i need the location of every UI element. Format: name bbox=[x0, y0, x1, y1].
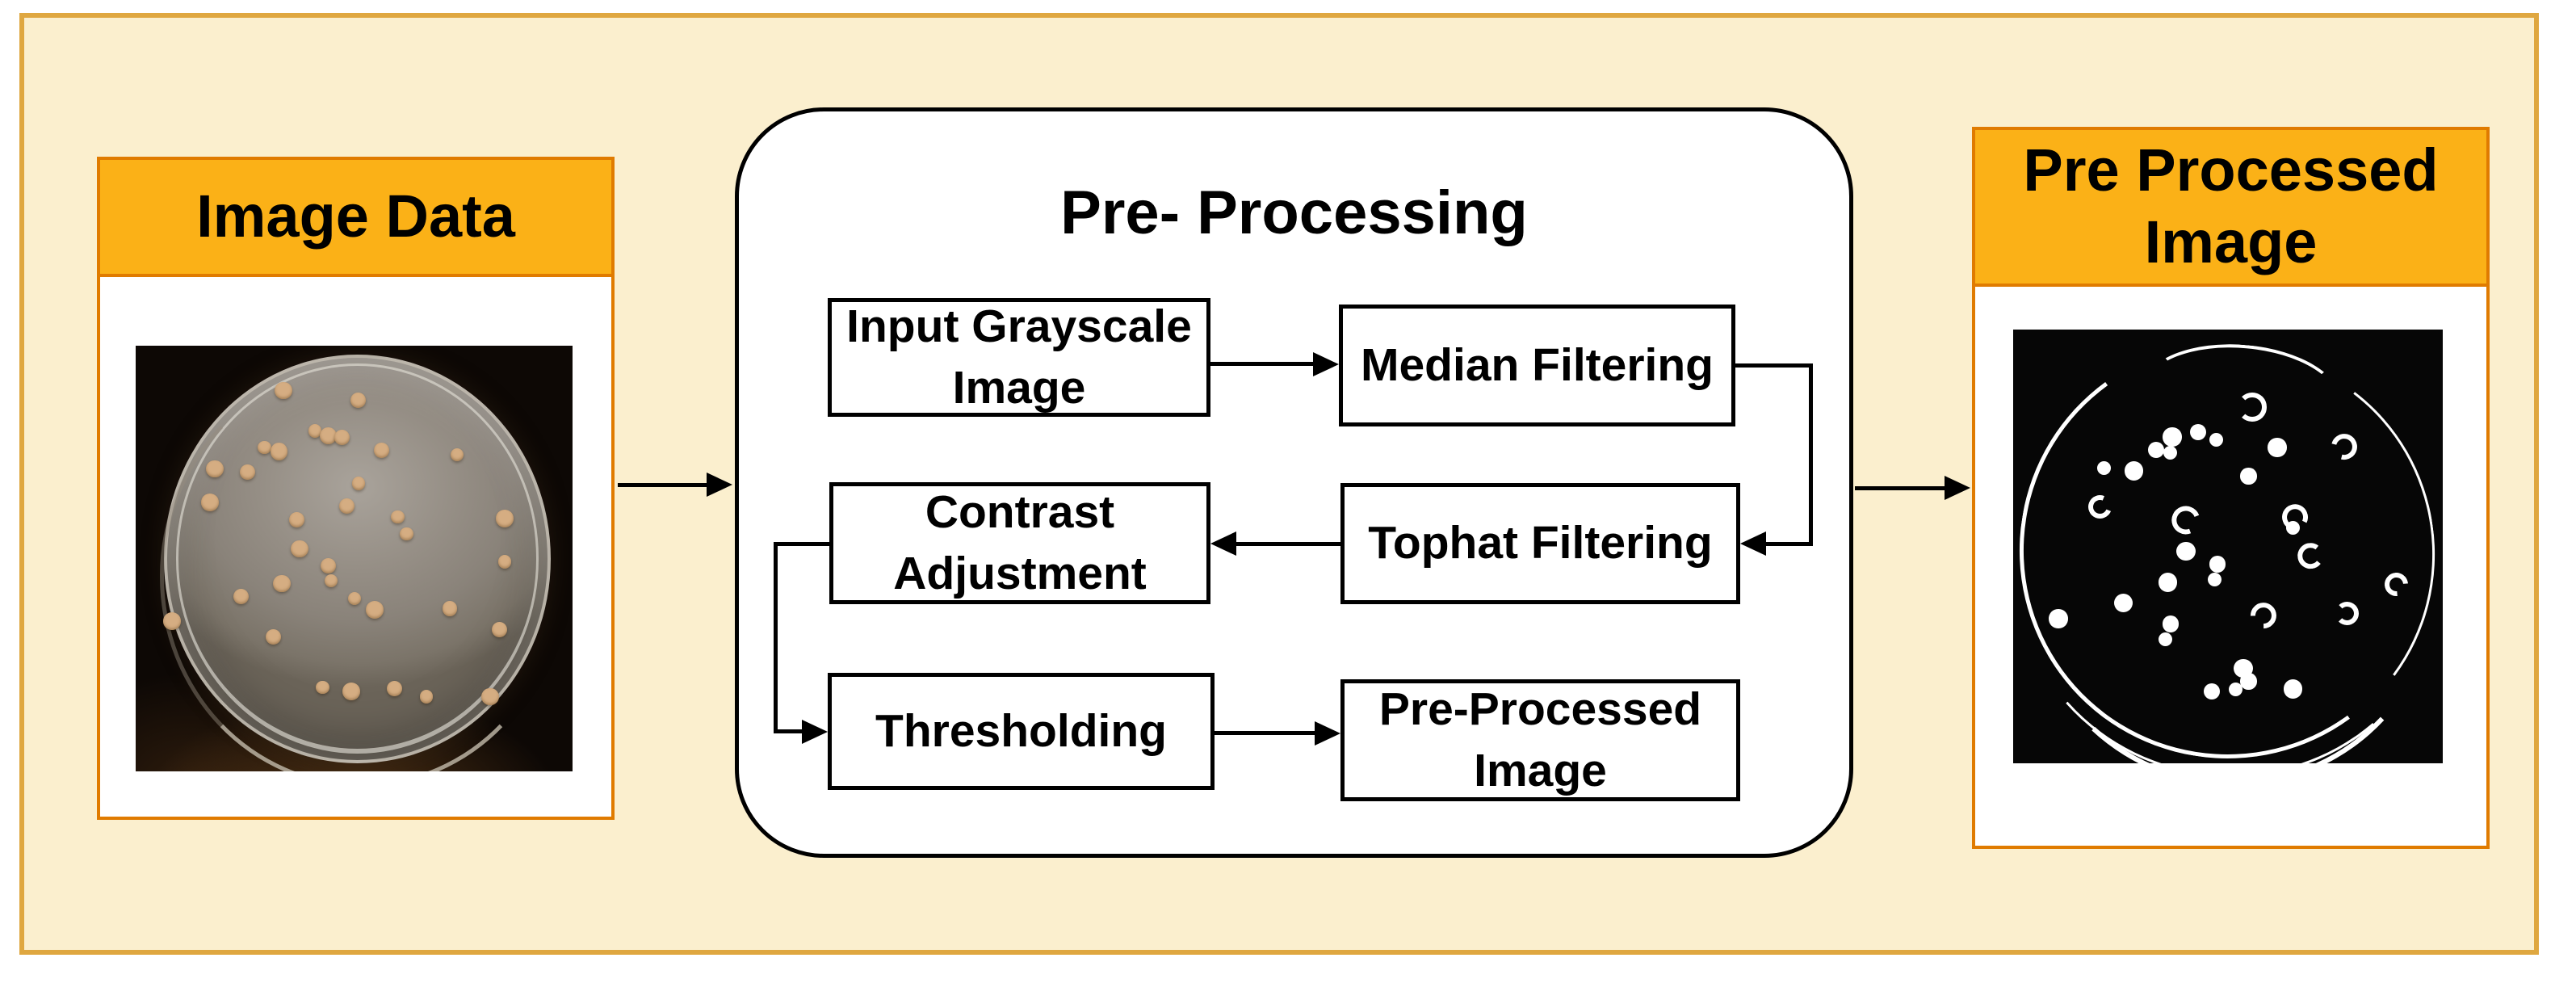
colony-dot bbox=[442, 600, 458, 616]
colony-dot bbox=[334, 430, 350, 445]
colony-dot bbox=[288, 511, 304, 527]
threshold-dot-mark bbox=[2229, 682, 2243, 696]
image-data-title: Image Data bbox=[196, 183, 515, 250]
colony-dot bbox=[275, 381, 292, 400]
threshold-ring-mark bbox=[2238, 393, 2267, 422]
arrow-contrast-to-thresholding-top-line bbox=[774, 542, 829, 546]
colony-dot bbox=[491, 621, 507, 637]
colony-dot bbox=[351, 477, 365, 490]
threshold-dot-mark bbox=[2176, 541, 2196, 561]
threshold-dot-mark bbox=[2114, 594, 2133, 613]
colony-dot bbox=[400, 527, 413, 540]
threshold-dot-mark bbox=[2189, 423, 2206, 440]
colony-dot bbox=[374, 442, 390, 458]
image-data-panel: Image Data bbox=[97, 157, 615, 820]
threshold-dot-mark bbox=[2207, 573, 2221, 587]
colony-dot bbox=[325, 573, 338, 588]
threshold-dot-mark bbox=[2162, 615, 2179, 632]
colony-dot bbox=[273, 574, 292, 593]
arrow-preprocessing-to-output-line bbox=[1855, 486, 1945, 490]
colony-dot bbox=[258, 440, 271, 454]
colony-dot bbox=[338, 498, 355, 514]
arrow-median-to-tophat-vertical-line bbox=[1809, 363, 1813, 546]
colony-dot bbox=[481, 687, 500, 706]
colony-dot bbox=[366, 601, 384, 619]
preprocessed-image-panel: Pre Processed Image bbox=[1972, 127, 2490, 849]
colony-dot bbox=[391, 510, 405, 524]
colony-dot bbox=[498, 555, 512, 569]
preprocessing-title: Pre- Processing bbox=[1060, 179, 1528, 247]
threshold-dot-mark bbox=[2148, 442, 2165, 459]
threshold-dot-mark bbox=[2163, 446, 2178, 460]
flow-box-contrast-adjustment: Contrast Adjustment bbox=[829, 482, 1210, 604]
colony-dot bbox=[321, 557, 337, 573]
colony-dot bbox=[420, 690, 434, 704]
arrow-input-to-preprocessing-line bbox=[618, 483, 708, 487]
threshold-dot-mark bbox=[2283, 679, 2303, 699]
colony-dot bbox=[342, 683, 361, 700]
threshold-dot-mark bbox=[2209, 556, 2226, 573]
preprocessed-image-title: Pre Processed Image bbox=[2023, 137, 2439, 275]
colony-dot bbox=[319, 426, 338, 445]
colony-dot bbox=[387, 681, 403, 696]
arrow-preprocessing-to-output-head bbox=[1945, 476, 1970, 500]
arrow-contrast-to-thresholding-bottom-line bbox=[774, 729, 802, 733]
threshold-dot-mark bbox=[2163, 427, 2182, 447]
arrow-contrast-to-thresholding-vertical-line bbox=[774, 542, 778, 733]
arrow-grayscale-to-median-head bbox=[1313, 352, 1339, 376]
colony-dot bbox=[163, 612, 181, 631]
threshold-dot-mark bbox=[2158, 632, 2172, 647]
colony-dot bbox=[347, 592, 362, 606]
arrow-contrast-to-thresholding-head bbox=[802, 720, 828, 744]
flow-box-thresholding: Thresholding bbox=[828, 673, 1215, 790]
threshold-dot-mark bbox=[2097, 461, 2112, 476]
preprocessing-inner: Pre- Processing Input Grayscale Image Me… bbox=[739, 111, 1849, 854]
arrow-median-to-tophat-head bbox=[1740, 531, 1766, 556]
colony-dot bbox=[201, 494, 219, 512]
image-data-header: Image Data bbox=[100, 160, 611, 277]
colony-dot bbox=[265, 629, 281, 645]
arrow-thresholding-to-preprocessed-head bbox=[1315, 721, 1340, 746]
colony-dot bbox=[206, 460, 224, 478]
colony-dot bbox=[291, 540, 308, 558]
threshold-dot-mark bbox=[2234, 658, 2253, 678]
threshold-dot-mark bbox=[2049, 609, 2068, 628]
threshold-dot-mark bbox=[2124, 461, 2144, 481]
flow-box-median-filtering: Median Filtering bbox=[1339, 305, 1735, 426]
arrow-thresholding-to-preprocessed-line bbox=[1215, 731, 1315, 735]
threshold-dot-mark bbox=[2209, 432, 2224, 447]
thresholded-image bbox=[2013, 330, 2443, 763]
colony-dot bbox=[233, 588, 250, 604]
colony-dot bbox=[450, 448, 464, 462]
preprocessing-container: Pre- Processing Input Grayscale Image Me… bbox=[735, 107, 1853, 858]
flow-box-preprocessed-image: Pre-Processed Image bbox=[1340, 679, 1740, 801]
colony-dot bbox=[496, 510, 514, 528]
arrow-median-to-tophat-top-line bbox=[1735, 363, 1813, 368]
threshold-dot-mark bbox=[2285, 520, 2300, 535]
flow-box-tophat-filtering: Tophat Filtering bbox=[1340, 483, 1740, 604]
preprocessed-image-header: Pre Processed Image bbox=[1975, 130, 2486, 287]
flow-box-input-grayscale-image: Input Grayscale Image bbox=[828, 298, 1210, 417]
colony-dot bbox=[316, 680, 329, 694]
threshold-dot-mark bbox=[2158, 573, 2178, 592]
arrow-grayscale-to-median-line bbox=[1210, 362, 1313, 366]
colony-dot bbox=[240, 464, 255, 480]
arrow-median-to-tophat-bottom-line bbox=[1766, 542, 1813, 546]
arrow-tophat-to-contrast-head bbox=[1210, 531, 1236, 556]
threshold-dot-mark bbox=[2240, 468, 2257, 485]
threshold-dot-mark bbox=[2204, 683, 2221, 700]
arrow-tophat-to-contrast-line bbox=[1236, 542, 1340, 546]
threshold-dot-mark bbox=[2240, 673, 2257, 690]
colony-dot bbox=[308, 424, 322, 438]
threshold-dot-mark bbox=[2268, 438, 2287, 457]
colony-dot bbox=[350, 393, 367, 409]
arrow-input-to-preprocessing-head bbox=[707, 473, 732, 497]
threshold-ring-mark bbox=[2335, 601, 2360, 625]
petri-dish-photo bbox=[136, 346, 573, 771]
colony-dot bbox=[270, 443, 288, 460]
